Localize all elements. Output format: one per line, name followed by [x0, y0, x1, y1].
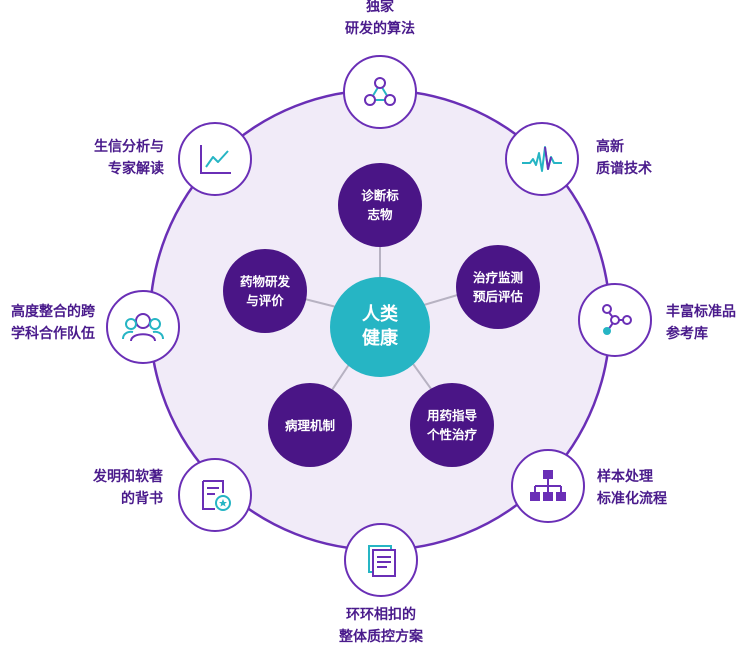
- outer-node-quality: [344, 523, 418, 597]
- inner-node-pathology: 病理机制: [268, 383, 352, 467]
- spectrum-waveform-icon: [522, 146, 562, 172]
- center-node-human-health: 人类 健康: [330, 277, 430, 377]
- label-reference: 丰富标准品 参考库: [666, 304, 736, 342]
- document-stack-icon: [368, 545, 396, 577]
- label-patents: 发明和软著 的背书: [93, 469, 163, 507]
- hierarchy-icon: [530, 470, 566, 501]
- label-quality: 环环相扣的 整体质控方案: [339, 607, 423, 645]
- label-algorithm: 独家 研发的算法: [345, 0, 415, 37]
- outer-node-algorithm: [343, 55, 417, 129]
- outer-node-bioinfo: [178, 122, 252, 196]
- team-icon: [122, 313, 164, 342]
- outer-node-mass-spec: [505, 122, 579, 196]
- network-nodes-icon: [364, 77, 396, 106]
- label-mass-spec: 高新 质谱技术: [596, 139, 652, 177]
- inner-node-medication: 用药指导 个性治疗: [410, 383, 494, 467]
- inner-node-monitoring: 治疗监测 预后评估: [456, 245, 540, 329]
- line-chart-icon: [200, 145, 231, 174]
- label-sample: 样本处理 标准化流程: [597, 469, 667, 507]
- inner-node-drug-research: 药物研发 与评价: [223, 249, 307, 333]
- outer-node-patents: [178, 458, 252, 532]
- certificate-icon: [202, 480, 231, 511]
- outer-node-reference: [578, 283, 652, 357]
- outer-node-team: [106, 290, 180, 364]
- label-bioinfo: 生信分析与 专家解读: [94, 139, 164, 177]
- molecule-icon: [602, 304, 632, 335]
- inner-node-biomarker: 诊断标 志物: [338, 163, 422, 247]
- label-team: 高度整合的跨 学科合作队伍: [11, 304, 95, 342]
- outer-node-sample: [511, 449, 585, 523]
